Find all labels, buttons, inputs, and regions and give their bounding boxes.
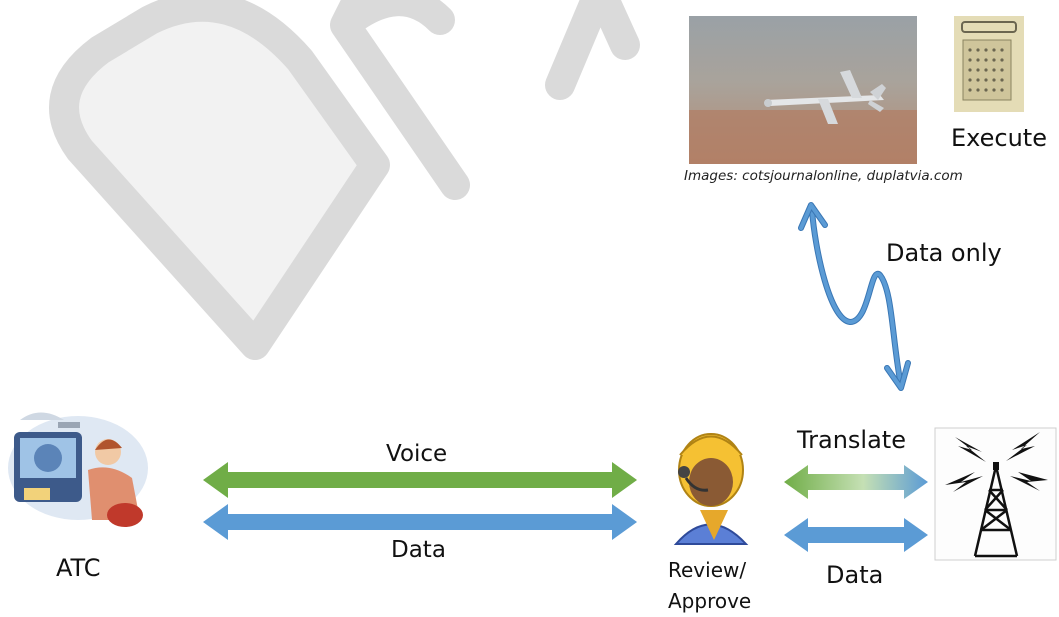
data-only-label: Data only	[886, 239, 1002, 267]
draft-watermark	[49, 0, 640, 360]
data-arrow-left	[203, 504, 637, 540]
atc-controller-icon	[8, 412, 148, 527]
execute-label: Execute	[951, 124, 1047, 152]
radio-unit-photo	[954, 16, 1024, 112]
uav-photo	[689, 16, 917, 164]
review-label: Review/	[668, 558, 747, 582]
data-left-label: Data	[391, 537, 446, 563]
data-arrow-right	[784, 518, 928, 552]
translate-label: Translate	[797, 426, 906, 454]
data-only-link-arrow	[798, 202, 911, 391]
approve-label: Approve	[668, 589, 752, 613]
voice-label: Voice	[386, 441, 448, 467]
operator-headset-icon	[673, 433, 749, 545]
image-credit-caption: Images: cotsjournalonline, duplatvia.com	[684, 168, 963, 184]
data-right-label: Data	[826, 561, 884, 589]
translate-arrow	[784, 465, 928, 499]
atc-label: ATC	[56, 554, 101, 582]
radio-tower-icon	[934, 427, 1057, 561]
voice-arrow	[203, 462, 637, 498]
